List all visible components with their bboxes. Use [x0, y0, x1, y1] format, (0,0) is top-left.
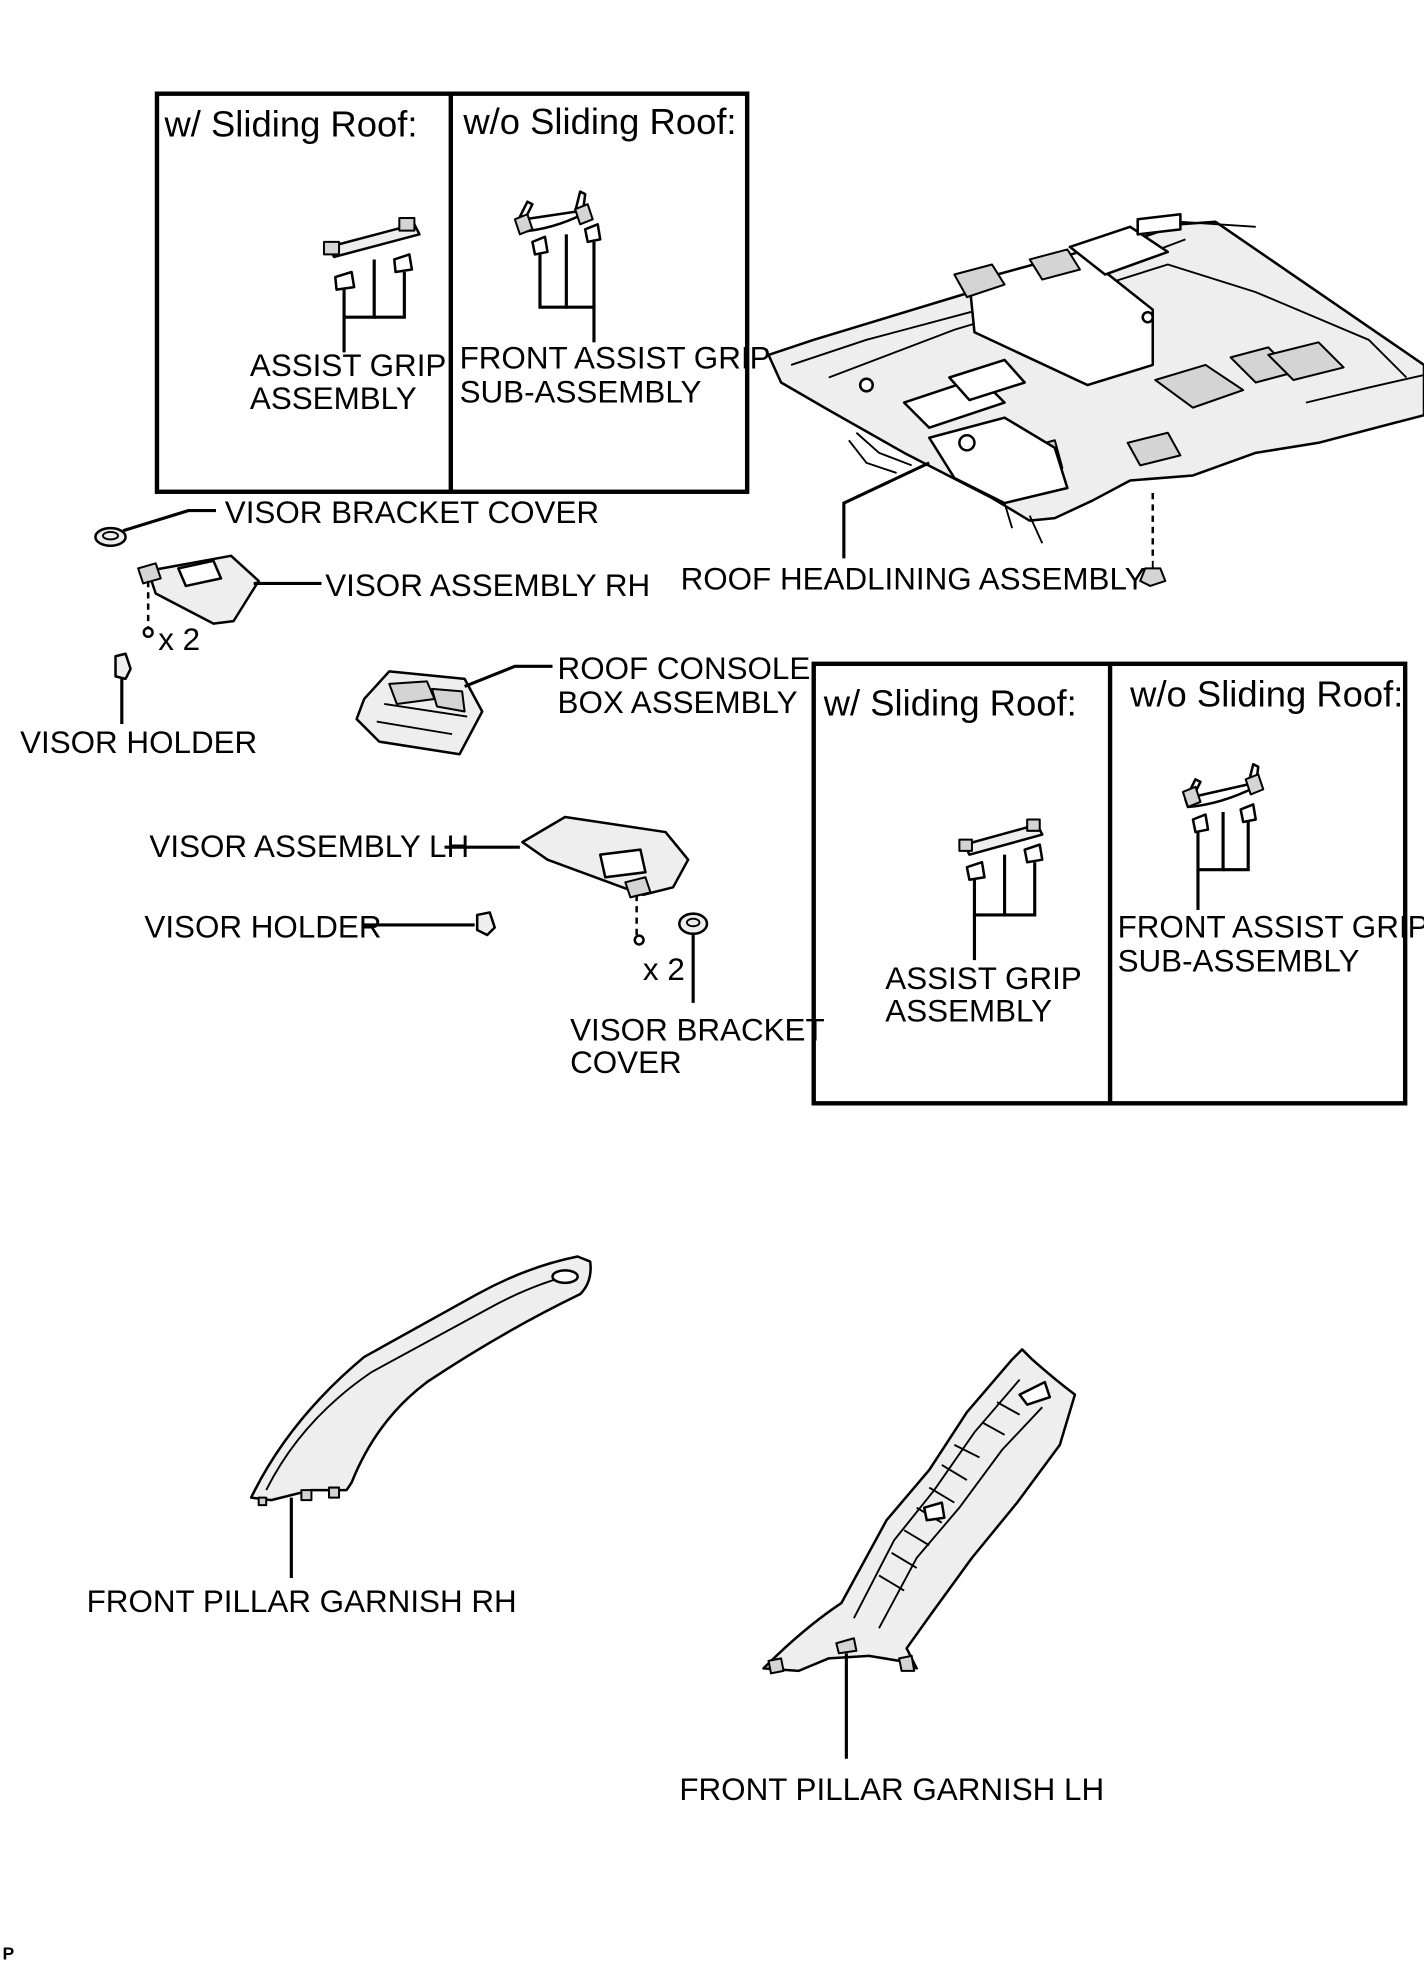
- bottom-front-assist-grip-icon: [1181, 763, 1265, 834]
- visor-screw-lh-icon: [633, 934, 645, 946]
- headlining-clip-icon: [1139, 560, 1167, 587]
- visor-bracket-cover-lh-label-2: COVER: [570, 1045, 682, 1080]
- bottom-left-header: w/ Sliding Roof:: [823, 682, 1077, 723]
- top-inset-box: w/ Sliding Roof: w/o Sliding Roof: ASSIS…: [154, 91, 771, 494]
- bottom-assist-grip-icon: [958, 818, 1044, 882]
- corner-mark: P: [3, 1944, 15, 1963]
- top-right-header: w/o Sliding Roof:: [462, 101, 736, 142]
- visor-bracket-cover-rh-label: VISOR BRACKET COVER: [225, 495, 599, 530]
- front-pillar-garnish-rh-label: FRONT PILLAR GARNISH RH: [87, 1584, 517, 1619]
- roof-headlining-label: ROOF HEADLINING ASSEMBLY: [681, 562, 1146, 597]
- roof-console-label-2: BOX ASSEMBLY: [558, 685, 798, 720]
- visor-bracket-cover-lh-icon: [678, 912, 709, 936]
- front-pillar-garnish-lh-icon: [762, 1348, 1077, 1675]
- visor-assembly-lh-label: VISOR ASSEMBLY LH: [149, 829, 469, 864]
- front-pillar-garnish-rh-icon: [249, 1255, 592, 1507]
- top-front-assist-grip-label-2: SUB-ASSEMBLY: [460, 375, 702, 410]
- top-left-header: w/ Sliding Roof:: [164, 103, 418, 144]
- screw-qty-lh-label: x 2: [643, 952, 685, 987]
- visor-holder-lh-label: VISOR HOLDER: [144, 910, 381, 945]
- bottom-inset-box: w/ Sliding Roof: w/o Sliding Roof: ASSIS…: [811, 661, 1424, 1106]
- visor-assembly-rh-label: VISOR ASSEMBLY RH: [325, 568, 650, 603]
- front-pillar-garnish-lh-label: FRONT PILLAR GARNISH LH: [679, 1772, 1104, 1807]
- top-front-assist-grip-label-1: FRONT ASSIST GRIP: [460, 341, 771, 376]
- visor-holder-rh-icon: [114, 652, 132, 681]
- bottom-right-header: w/o Sliding Roof:: [1129, 673, 1403, 714]
- bottom-front-assist-grip-label-1: FRONT ASSIST GRIP: [1118, 910, 1424, 945]
- bottom-front-assist-grip-label-2: SUB-ASSEMBLY: [1118, 943, 1360, 978]
- visor-assembly-lh-icon: [521, 815, 690, 899]
- screw-qty-rh-label: x 2: [158, 622, 200, 657]
- bottom-assist-grip-label-1: ASSIST GRIP: [885, 961, 1081, 996]
- bottom-assist-grip-label-2: ASSEMBLY: [885, 994, 1052, 1029]
- visor-assembly-rh-icon: [137, 554, 260, 625]
- top-assist-grip-label-2: ASSEMBLY: [250, 381, 417, 416]
- visor-holder-rh-label: VISOR HOLDER: [20, 725, 257, 760]
- top-assist-grip-label-1: ASSIST GRIP: [250, 348, 446, 383]
- roof-console-label-1: ROOF CONSOLE: [558, 651, 811, 686]
- roof-headlining-icon: [767, 212, 1424, 544]
- visor-bracket-cover-rh-icon: [94, 526, 127, 548]
- visor-holder-lh-icon: [475, 911, 497, 937]
- front-assist-grip-icon: [513, 190, 602, 256]
- assist-grip-icon: [322, 217, 421, 291]
- roof-console-icon: [355, 670, 484, 756]
- visor-bracket-cover-lh-label-1: VISOR BRACKET: [570, 1013, 825, 1048]
- visor-screw-rh-icon: [142, 626, 154, 639]
